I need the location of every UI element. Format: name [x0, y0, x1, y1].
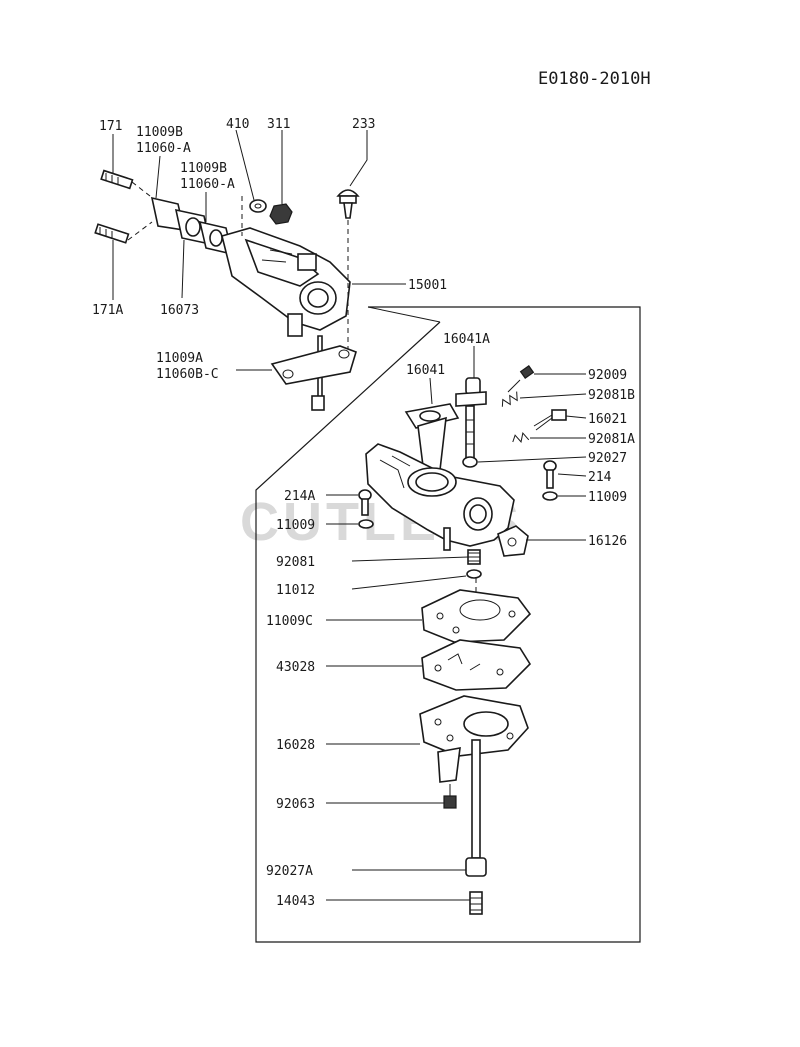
upper-assembly: [94, 169, 360, 411]
detail-frame-pointer: [367, 306, 441, 323]
label-311: 311: [267, 117, 290, 132]
screw-214a: [358, 489, 372, 516]
label-16041: 16041: [406, 363, 445, 378]
label-92027a: 92027A: [266, 864, 313, 879]
label-16021: 16021: [588, 412, 627, 427]
label-233: 233: [352, 117, 375, 132]
label-11009c: 11009C: [266, 614, 313, 629]
cover-16028: [419, 695, 529, 859]
washer-11009-left: [358, 519, 374, 529]
label-11060a-1: 11060-A: [136, 141, 191, 156]
label-171: 171: [99, 119, 122, 134]
label-16041a: 16041A: [443, 332, 490, 347]
label-92081: 92081: [276, 555, 315, 570]
lever-16041a: [455, 377, 487, 459]
label-92063: 92063: [276, 797, 315, 812]
screw-92009: [507, 365, 535, 393]
washer-11009-right: [542, 491, 558, 501]
plate-16126: [497, 525, 529, 557]
screw-16021: [533, 409, 567, 431]
label-92027: 92027: [588, 451, 627, 466]
spring-92081a: [512, 432, 530, 443]
diaphragm-43028: [421, 639, 532, 691]
o-ring-92027: [462, 456, 478, 468]
label-16073: 16073: [160, 303, 199, 318]
label-171a: 171A: [92, 303, 123, 318]
carburetor-body-15001: [221, 227, 351, 337]
spring-92081b: [501, 391, 518, 407]
label-214: 214: [588, 470, 612, 485]
gasket-11009a: [270, 345, 357, 385]
lower-assembly: [358, 365, 567, 915]
label-43028: 43028: [276, 660, 315, 675]
stud-171a: [94, 223, 130, 244]
label-410: 410: [226, 117, 249, 132]
screw-233: [336, 189, 360, 219]
leader-lines: [112, 129, 587, 901]
carburetor-main-body: [365, 443, 515, 551]
label-11012: 11012: [276, 583, 315, 598]
detail-frame: [255, 306, 641, 943]
label-11009a: 11009A: [156, 351, 203, 366]
drawing-code: E0180-2010H: [538, 69, 651, 89]
label-11009b-2: 11009B: [180, 161, 227, 176]
cover-16041: [404, 403, 460, 475]
washer-410: [249, 199, 267, 213]
cap-92027a: [465, 857, 487, 877]
label-214a: 214A: [284, 489, 315, 504]
label-11009-right: 11009: [588, 490, 627, 505]
plug-92063: [443, 784, 457, 809]
o-ring-11012: [466, 569, 482, 579]
label-16126: 16126: [588, 534, 627, 549]
label-11060bc: 11060B-C: [156, 367, 219, 382]
label-16028: 16028: [276, 738, 315, 753]
label-11060a-2: 11060-A: [180, 177, 235, 192]
spring-92081: [467, 549, 481, 565]
label-11009-left: 11009: [276, 518, 315, 533]
stud-171: [100, 169, 134, 190]
gasket-11009c: [421, 589, 532, 643]
label-14043: 14043: [276, 894, 315, 909]
label-92081a: 92081A: [588, 432, 635, 447]
nut-311: [269, 203, 293, 225]
label-92009: 92009: [588, 368, 627, 383]
screw-214: [543, 460, 557, 489]
label-15001: 15001: [408, 278, 447, 293]
label-92081b: 92081B: [588, 388, 635, 403]
filter-14043: [469, 891, 483, 915]
label-11009b-1: 11009B: [136, 125, 183, 140]
part-labels: 171 11009B 11060-A 11009B 11060-A 410 31…: [92, 117, 635, 909]
